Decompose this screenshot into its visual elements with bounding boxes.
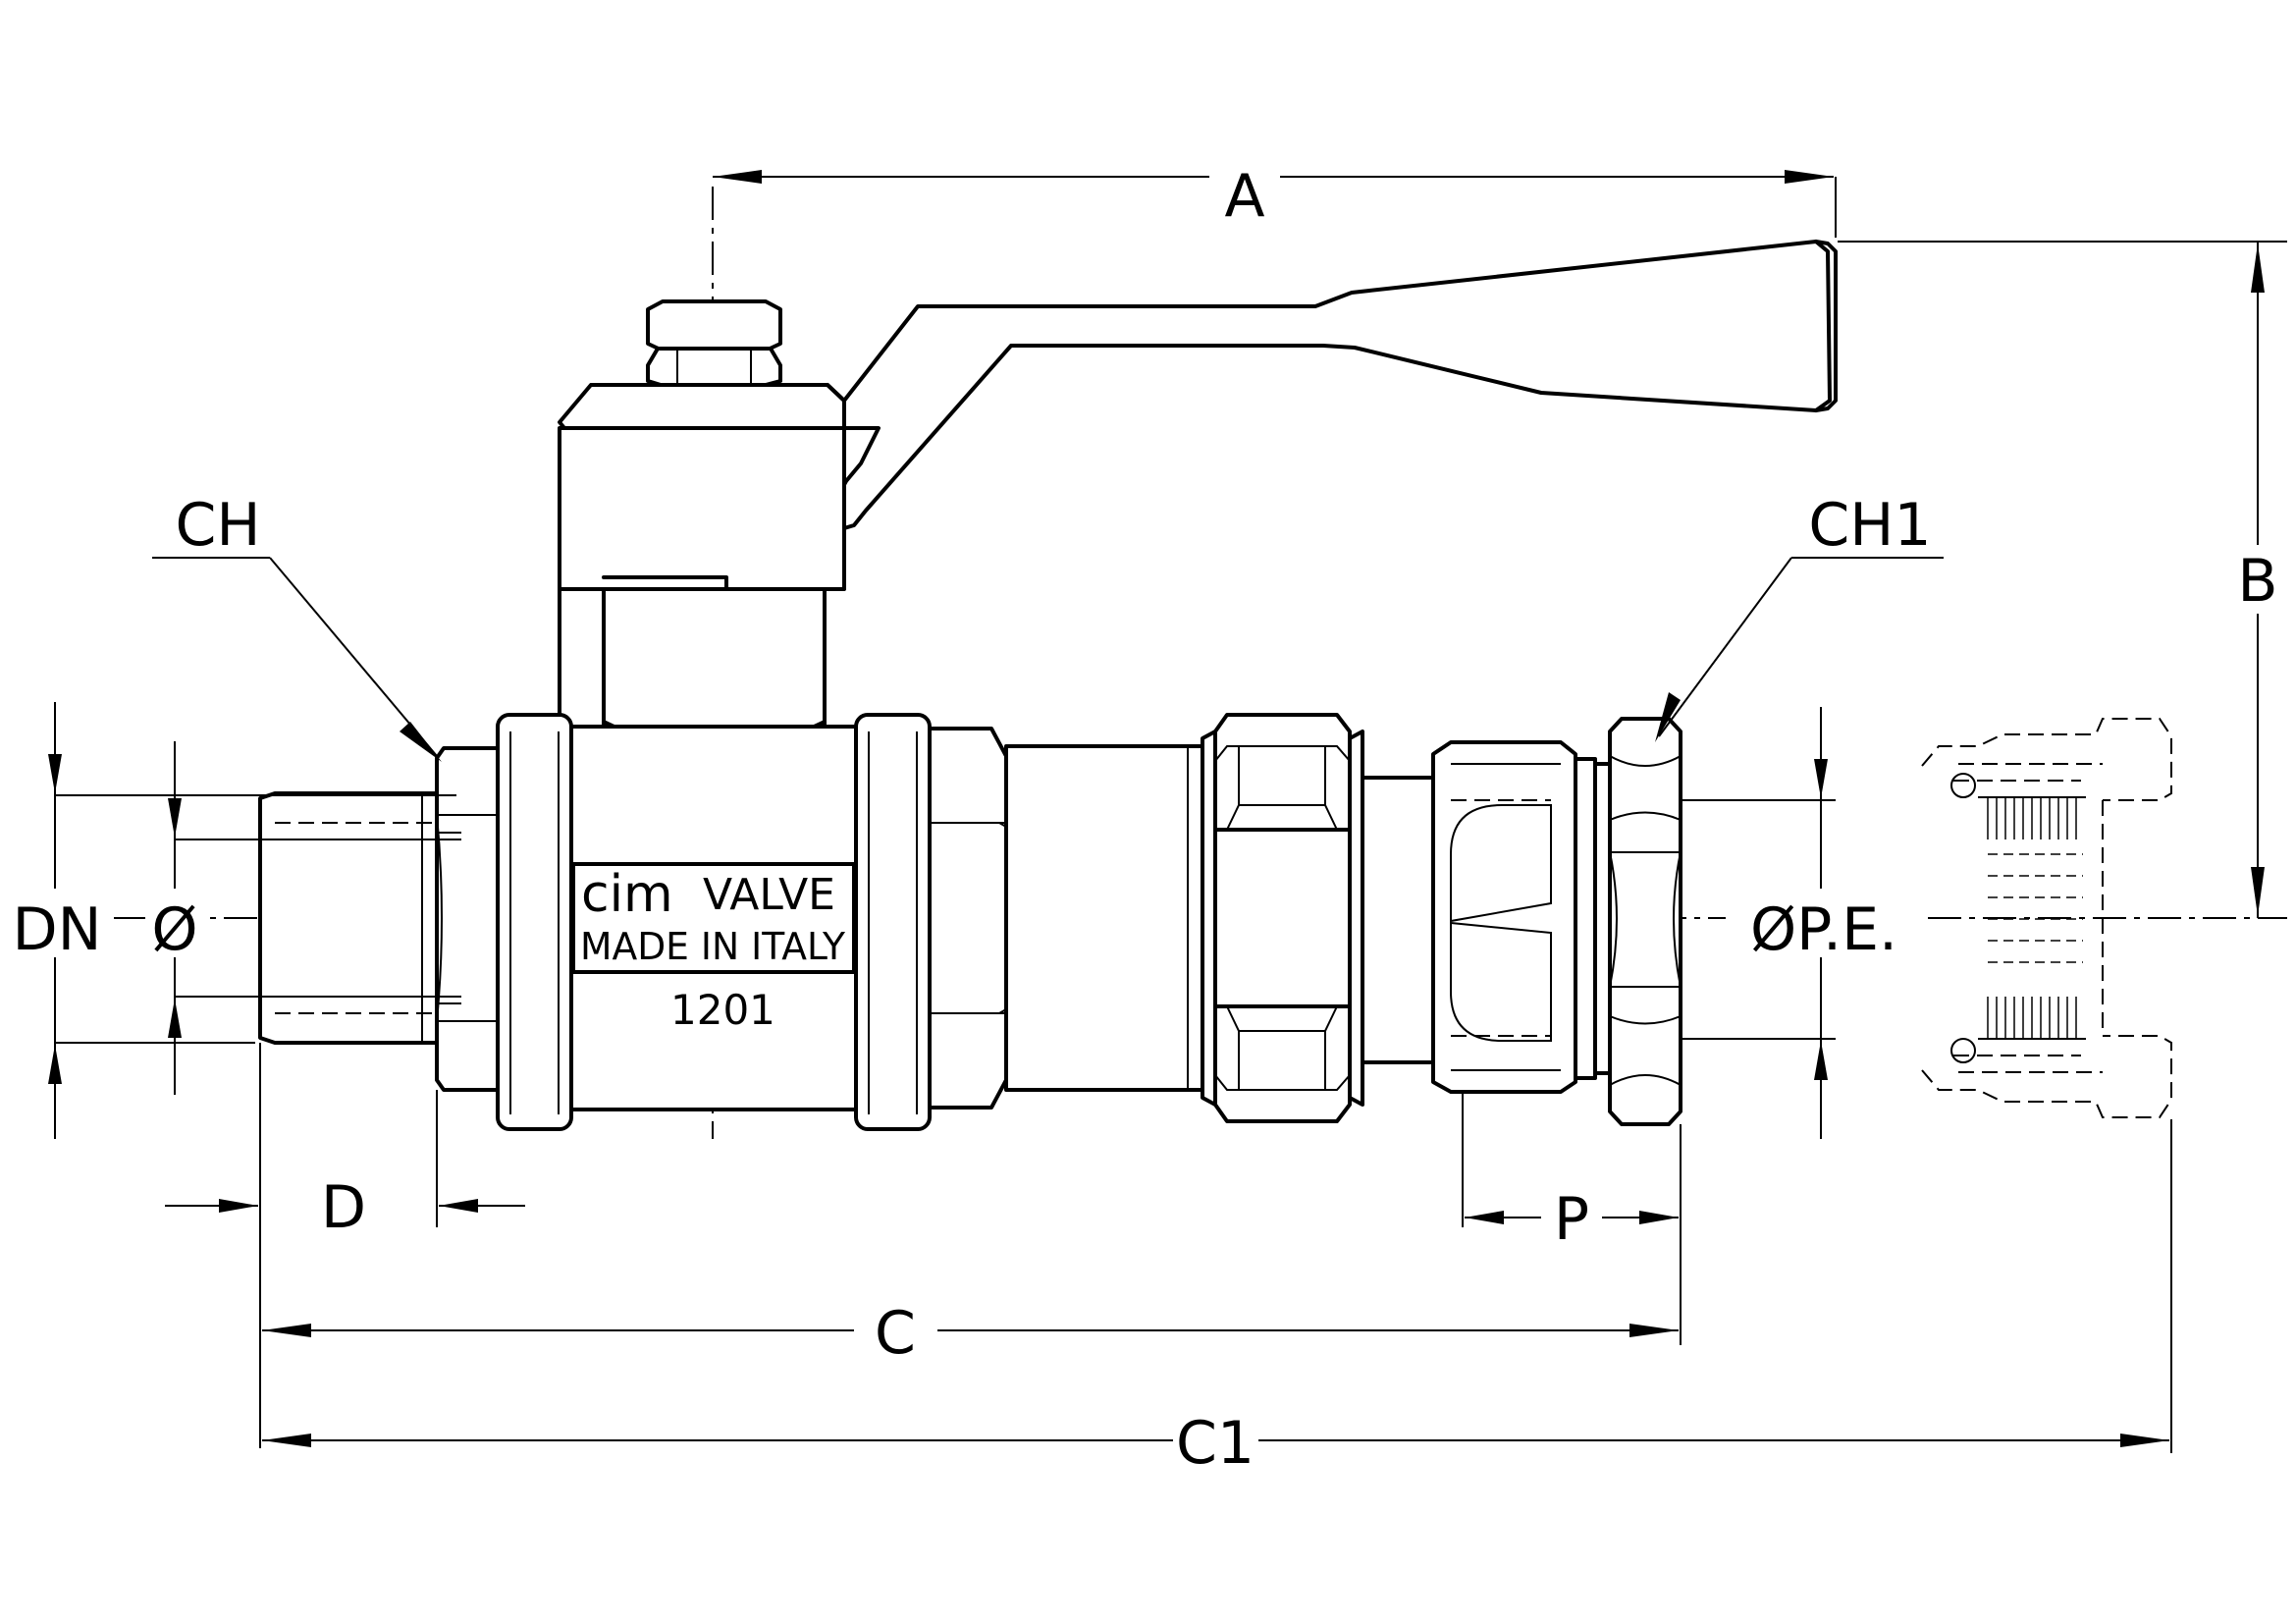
- dim-diameter: Ø: [145, 741, 461, 1095]
- dim-pe-diameter-label: ØP.E.: [1750, 895, 1897, 964]
- dim-a-label: A: [1224, 162, 1264, 231]
- stem-nut: [646, 299, 782, 387]
- dim-ch1-label: CH1: [1808, 491, 1931, 560]
- lever-boss: [558, 426, 846, 751]
- dim-d-label: D: [321, 1173, 366, 1242]
- brand-prefix: cim: [581, 865, 673, 924]
- union-nut: [1201, 713, 1364, 1123]
- body-marking-plate: cim VALVE MADE IN ITALY 1201: [571, 862, 856, 1034]
- model-marking: 1201: [670, 986, 775, 1034]
- dim-p: P: [1462, 1090, 1682, 1254]
- dim-c1: C1: [262, 1119, 2172, 1478]
- dim-pe-diameter: ØP.E.: [1681, 707, 1922, 1139]
- origin-marking: MADE IN ITALY: [580, 925, 846, 968]
- male-thread-end: [258, 746, 500, 1092]
- dim-diameter-label: Ø: [151, 895, 197, 964]
- sleeve: [1004, 744, 1204, 1092]
- dim-b: B: [1838, 241, 2287, 918]
- dim-ch: CH: [152, 491, 442, 762]
- pe-pipe-thread-hatch: [1987, 797, 2083, 1039]
- ch1-nut: [1608, 717, 1682, 1126]
- dim-c-label: C: [875, 1299, 916, 1368]
- dim-dn-label: DN: [12, 895, 101, 964]
- dim-ch-label: CH: [175, 491, 260, 560]
- brand-suffix: VALVE: [703, 870, 835, 920]
- dim-ch1: CH1: [1655, 491, 1944, 742]
- dim-dn: DN: [8, 702, 456, 1139]
- body-right-hex: [928, 727, 1008, 1110]
- dim-c1-label: C1: [1176, 1409, 1255, 1478]
- dim-d: D: [165, 1043, 525, 1242]
- dim-p-label: P: [1554, 1185, 1589, 1254]
- dim-b-label: B: [2237, 547, 2277, 616]
- compression-body: [1431, 740, 1612, 1094]
- dim-c: C: [259, 1227, 1682, 1448]
- dim-a: A: [713, 147, 1837, 238]
- neck: [1361, 776, 1435, 1064]
